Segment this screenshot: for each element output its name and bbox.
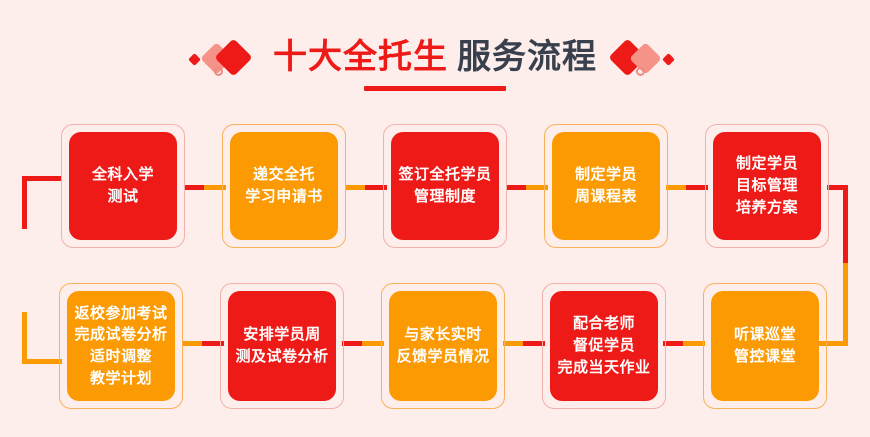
title-decoration-right	[600, 34, 710, 84]
connector-r1-1-2-a	[184, 185, 204, 190]
flow-step-7-label: 安排学员周 测及试卷分析	[228, 291, 336, 401]
flow-step-2[interactable]: 递交全托 学习申请书	[222, 124, 346, 248]
connector-r2-4-5-b	[683, 341, 705, 346]
connector-r2-1-2-b	[202, 341, 224, 346]
connector-wrap-right-vert-red	[843, 185, 848, 263]
connector-r2-4-5-a	[663, 341, 683, 346]
connector-wrap-left-vert-red	[22, 176, 27, 229]
circle-outline-icon	[636, 67, 645, 76]
connector-r2-2-3-a	[342, 341, 362, 346]
flow-step-1-label: 全科入学 测试	[69, 132, 177, 240]
connector-r1-4-5-a	[666, 185, 686, 190]
flow-step-2-label: 递交全托 学习申请书	[230, 132, 338, 240]
connector-r1-1-2-b	[204, 185, 226, 190]
connector-wrap-left-vert-orange	[22, 312, 27, 364]
connector-r2-3-4-a	[503, 341, 523, 346]
connector-r1-3-4-b	[526, 185, 548, 190]
flow-step-3-label: 签订全托学员 管理制度	[391, 132, 499, 240]
connector-r2-2-3-b	[362, 341, 384, 346]
connector-r1-2-3-a	[345, 185, 365, 190]
flow-step-5-label: 制定学员 目标管理 培养方案	[713, 132, 821, 240]
flow-step-1[interactable]: 全科入学 测试	[61, 124, 185, 248]
flow-step-6-label: 返校参加考试 完成试卷分析 适时调整 教学计划	[67, 291, 175, 401]
flow-step-5[interactable]: 制定学员 目标管理 培养方案	[705, 124, 829, 248]
connector-r2-1-2-a	[182, 341, 202, 346]
connector-wrap-right-top	[827, 185, 848, 190]
flow-step-6[interactable]: 返校参加考试 完成试卷分析 适时调整 教学计划	[59, 283, 183, 409]
flow-step-8-label: 与家长实时 反馈学员情况	[389, 291, 497, 401]
title-underline	[364, 86, 506, 91]
connector-r1-4-5-b	[686, 185, 708, 190]
flow-step-9[interactable]: 配合老师 督促学员 完成当天作业	[542, 283, 666, 409]
connector-r1-2-3-b	[365, 185, 387, 190]
circle-outline-icon	[214, 67, 223, 76]
page-title-highlight: 十大全托生	[273, 38, 448, 76]
connector-wrap-left-top	[22, 176, 62, 181]
diamond-small-icon	[662, 53, 675, 66]
flow-step-3[interactable]: 签订全托学员 管理制度	[383, 124, 507, 248]
flow-step-4-label: 制定学员 周课程表	[552, 132, 660, 240]
connector-wrap-right-vert-orange	[843, 263, 848, 346]
flow-step-10[interactable]: 听课巡堂 管控课堂	[703, 283, 827, 409]
flow-step-7[interactable]: 安排学员周 测及试卷分析	[220, 283, 344, 409]
flow-step-8[interactable]: 与家长实时 反馈学员情况	[381, 283, 505, 409]
flow-step-10-label: 听课巡堂 管控课堂	[711, 291, 819, 401]
page-title: 十大全托生服务流程	[0, 34, 870, 80]
connector-wrap-left-bottom	[22, 359, 62, 364]
title-bar: 十大全托生服务流程	[0, 34, 870, 94]
page-title-rest: 服务流程	[457, 38, 597, 76]
flow-step-9-label: 配合老师 督促学员 完成当天作业	[550, 291, 658, 401]
connector-wrap-right-bottom	[808, 341, 848, 346]
title-decoration-left	[188, 34, 298, 84]
connector-r1-3-4-a	[506, 185, 526, 190]
flow-step-4[interactable]: 制定学员 周课程表	[544, 124, 668, 248]
connector-r2-3-4-b	[523, 341, 545, 346]
